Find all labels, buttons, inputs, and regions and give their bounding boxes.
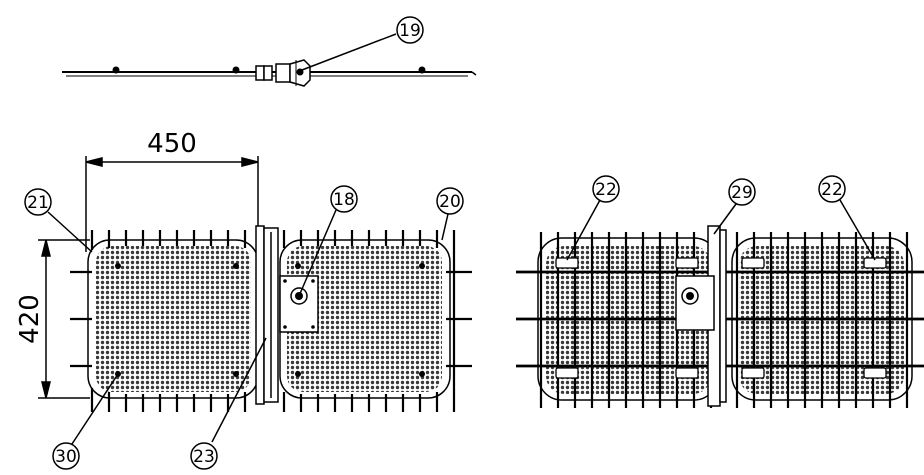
front-grid-bars [70, 230, 472, 412]
callout-29: 29 [713, 178, 756, 235]
svg-text:19: 19 [399, 21, 421, 41]
svg-text:18: 18 [333, 190, 355, 210]
front-view: 450 420 [15, 129, 472, 470]
svg-text:22: 22 [821, 180, 843, 200]
back-view: 22 29 22 [516, 175, 924, 408]
front-hinge [255, 225, 279, 405]
callout-30: 30 [52, 373, 119, 470]
dimension-450 [85, 156, 259, 252]
svg-text:23: 23 [193, 447, 215, 467]
callout-21: 21 [24, 188, 93, 253]
dimension-420 [38, 239, 90, 399]
callout-23: 23 [190, 337, 267, 470]
callout-22-left: 22 [566, 175, 620, 261]
callout-18: 18 [298, 185, 358, 297]
front-mount-plate [279, 275, 319, 333]
svg-text:20: 20 [439, 192, 461, 212]
back-brackets [555, 257, 887, 379]
svg-text:30: 30 [55, 447, 77, 467]
front-left-perforated-mesh [96, 246, 251, 392]
dimension-width-label: 450 [147, 129, 197, 159]
front-right-perforated-mesh [287, 246, 442, 392]
dimension-height-label: 420 [15, 294, 45, 344]
callout-19: 19 [301, 16, 424, 71]
back-mount-plate [675, 275, 715, 331]
svg-text:22: 22 [595, 180, 617, 200]
callout-20: 20 [436, 187, 464, 241]
svg-text:21: 21 [27, 193, 49, 213]
top-view [62, 59, 477, 87]
callout-22-right: 22 [818, 175, 876, 261]
svg-text:29: 29 [731, 183, 753, 203]
